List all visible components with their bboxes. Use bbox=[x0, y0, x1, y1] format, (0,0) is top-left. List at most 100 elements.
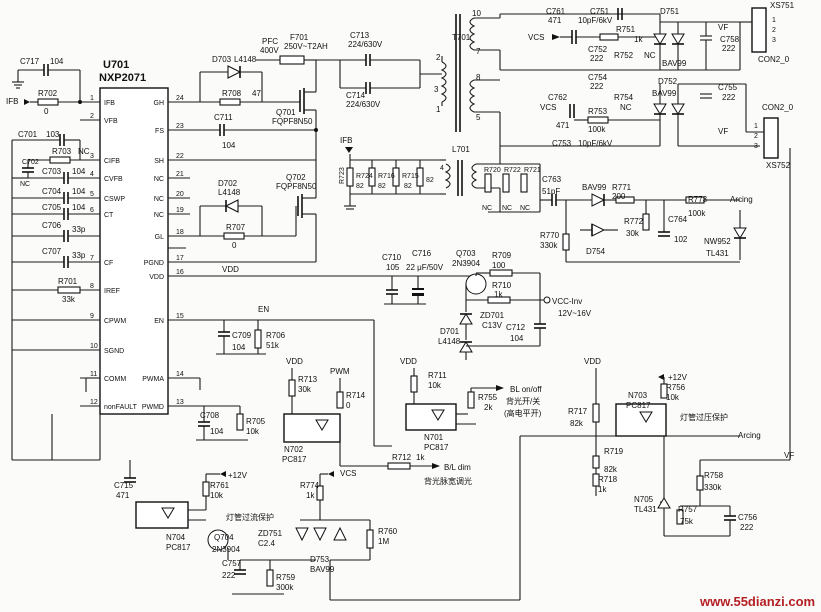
pin-name-left-5: CSWP bbox=[104, 196, 125, 203]
r761-value: 10k bbox=[210, 491, 224, 500]
pin-num-right-13: 13 bbox=[176, 399, 184, 406]
current-sense: IFB R723 R724 82 R716 82 R715 82 82 L701… bbox=[339, 136, 541, 213]
r702-label: R702 bbox=[38, 89, 58, 98]
r771-value: 200 bbox=[612, 192, 626, 201]
t701-label: T701 bbox=[452, 33, 471, 42]
c705-label: C705 bbox=[42, 203, 62, 212]
r709-label: R709 bbox=[492, 251, 512, 260]
n705-label: N705 bbox=[634, 495, 654, 504]
arcing-label-2: Arcing bbox=[738, 431, 761, 440]
c710-label: C710 bbox=[382, 253, 402, 262]
t701-pin2: 2 bbox=[436, 53, 441, 62]
c764-label: C764 bbox=[668, 215, 688, 224]
svg-text:3: 3 bbox=[754, 143, 758, 150]
r703-label: R703 bbox=[52, 147, 72, 156]
r721-value: NC bbox=[520, 205, 530, 212]
upper-output: C761 471 C751 10pF/6kV R751 1k VCS C752 … bbox=[500, 1, 795, 71]
q702-value: FQPF8N50 bbox=[276, 182, 317, 191]
d754-label: D754 bbox=[586, 247, 606, 256]
pin-name-right-23: FS bbox=[155, 128, 164, 135]
q703-label: Q703 bbox=[456, 249, 476, 258]
pin-num-left-8: 8 bbox=[90, 283, 94, 290]
r710-label: R710 bbox=[492, 281, 512, 290]
n703-label: N703 bbox=[628, 391, 648, 400]
r723-value: 82 bbox=[426, 177, 434, 184]
r706-label: R706 bbox=[266, 331, 286, 340]
c714-value: 224/630V bbox=[346, 100, 381, 109]
pin-name-left-10: SGND bbox=[104, 348, 124, 355]
r707-value: 0 bbox=[232, 241, 237, 250]
r721-label: R721 bbox=[524, 167, 541, 174]
ic-part: NXP2071 bbox=[99, 72, 146, 84]
c713-label: C713 bbox=[350, 31, 370, 40]
c709-value: 104 bbox=[232, 343, 246, 352]
r754-label: R754 bbox=[614, 93, 634, 102]
t701-pin10: 10 bbox=[472, 9, 481, 18]
pin-name-left-3: CIFB bbox=[104, 158, 120, 165]
pin-name-left-12: nonFAULT bbox=[104, 404, 138, 411]
q703-value: 2N3904 bbox=[452, 259, 481, 268]
n704-label: N704 bbox=[166, 533, 186, 542]
bav99-a: BAV99 bbox=[662, 59, 687, 68]
l701-pin4: 4 bbox=[440, 165, 444, 172]
pin-num-left-5: 5 bbox=[90, 191, 94, 198]
c703-value: 104 bbox=[72, 167, 86, 176]
c761-value: 471 bbox=[548, 16, 562, 25]
c763-label: C763 bbox=[542, 175, 562, 184]
arcing-label: Arcing bbox=[730, 195, 753, 204]
pc817-c: PC817 bbox=[626, 401, 651, 410]
r709-value: 100 bbox=[492, 261, 506, 270]
f701-label: F701 bbox=[290, 33, 309, 42]
r719-value: 82k bbox=[604, 465, 618, 474]
vf-3: VF bbox=[784, 451, 794, 460]
pin-num-right-15: 15 bbox=[176, 313, 184, 320]
pin-name-left-2: VFB bbox=[104, 118, 118, 125]
lower-output: C754 222 C762 VCS 471 D752 BAV99 R754 NC… bbox=[540, 73, 794, 170]
watermark: www.55dianzi.com bbox=[699, 594, 815, 609]
vdd-label-3: VDD bbox=[400, 357, 417, 366]
c716-value: 22 μF/50V bbox=[406, 263, 444, 272]
r723-label: R723 bbox=[339, 167, 346, 184]
r758-label: R758 bbox=[704, 471, 724, 480]
arcing-detector: C763 51pF BAV99 R771 200 R773 100k Arcin… bbox=[540, 175, 753, 263]
d752-label: D752 bbox=[658, 77, 678, 86]
bav99-b: BAV99 bbox=[652, 89, 677, 98]
svg-text:2: 2 bbox=[772, 27, 776, 34]
pfc-value: 400V bbox=[260, 46, 279, 55]
c756-label: C756 bbox=[738, 513, 758, 522]
xs752-label: XS752 bbox=[766, 161, 791, 170]
c704-label: C704 bbox=[42, 187, 62, 196]
r719-label: R719 bbox=[604, 447, 624, 456]
lamp-overcurrent: C715 471 N704 PC817 +12V R761 10k 灯管过流保护… bbox=[51, 414, 521, 601]
pwm-label: PWM bbox=[330, 367, 350, 376]
c755-value: 222 bbox=[722, 93, 736, 102]
pin-name-left-4: CVFB bbox=[104, 176, 123, 183]
pc817-b: PC817 bbox=[424, 443, 449, 452]
pin-num-right-18: 18 bbox=[176, 229, 184, 236]
t701-pin3: 3 bbox=[434, 85, 439, 94]
bav99-c: BAV99 bbox=[582, 183, 607, 192]
r751-value: 1k bbox=[634, 35, 643, 44]
vf-2: VF bbox=[718, 127, 728, 136]
c752-label: C752 bbox=[588, 45, 608, 54]
bl-dim-label: B/L dim bbox=[444, 463, 471, 472]
c763-value: 51pF bbox=[542, 187, 560, 196]
c702-label: C702 bbox=[22, 159, 39, 166]
q704-value: 2N3904 bbox=[212, 545, 241, 554]
pin-num-right-21: 21 bbox=[176, 171, 184, 178]
pin-num-right-14: 14 bbox=[176, 371, 184, 378]
pwm-dim-optocoupler: VDD R713 30k PWM R714 0 N702 PC817 R705 … bbox=[196, 357, 366, 464]
pin-name-right-21: NC bbox=[154, 176, 164, 183]
c715-label: C715 bbox=[114, 481, 134, 490]
r773-label: R773 bbox=[688, 195, 708, 204]
r759-label: R759 bbox=[276, 573, 296, 582]
r754-value: NC bbox=[620, 103, 632, 112]
r752-label: R752 bbox=[614, 51, 634, 60]
bl-onoff-cn: 背光开/关 bbox=[506, 396, 540, 406]
r701-value: 33k bbox=[62, 295, 76, 304]
c702-value: NC bbox=[20, 181, 30, 188]
vcs-3: VCS bbox=[340, 469, 356, 478]
q702-label: Q702 bbox=[286, 173, 306, 182]
r712-label: R712 bbox=[392, 453, 412, 462]
pin-name-right-17: PGND bbox=[144, 260, 164, 267]
